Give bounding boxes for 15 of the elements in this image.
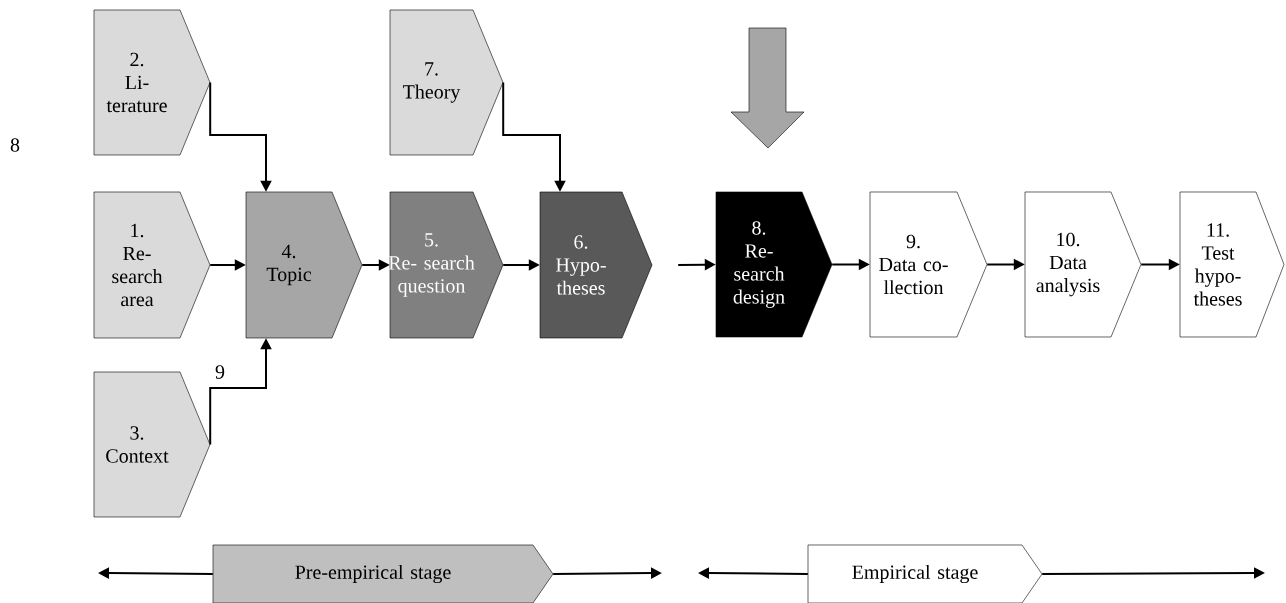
pentagon-box: 3. Context <box>93 371 211 518</box>
pentagon-box: 4. Topic <box>245 191 363 339</box>
pentagon-box: 9. Data co- llection <box>869 191 988 338</box>
pentagon-box: 10. Data analysis <box>1024 191 1142 338</box>
pentagon-box: 2. Li- terature <box>93 9 211 156</box>
pentagon-box: 11. Test hypo- theses <box>1179 191 1285 338</box>
stage-band: Empirical stage <box>807 544 1043 603</box>
label: 9 <box>215 365 225 379</box>
pentagon-box: 8. Re- search design <box>715 191 833 338</box>
pentagon-box: 7. Theory <box>389 9 504 156</box>
label: 8 <box>10 138 20 152</box>
pentagon-box: 5. Re- search question <box>388 191 504 339</box>
pentagon-box: 1. Re- search area <box>93 191 211 339</box>
stage-band: Pre-empirical stage <box>212 544 554 603</box>
pentagon-box: 6. Hypo- theses <box>539 191 653 339</box>
